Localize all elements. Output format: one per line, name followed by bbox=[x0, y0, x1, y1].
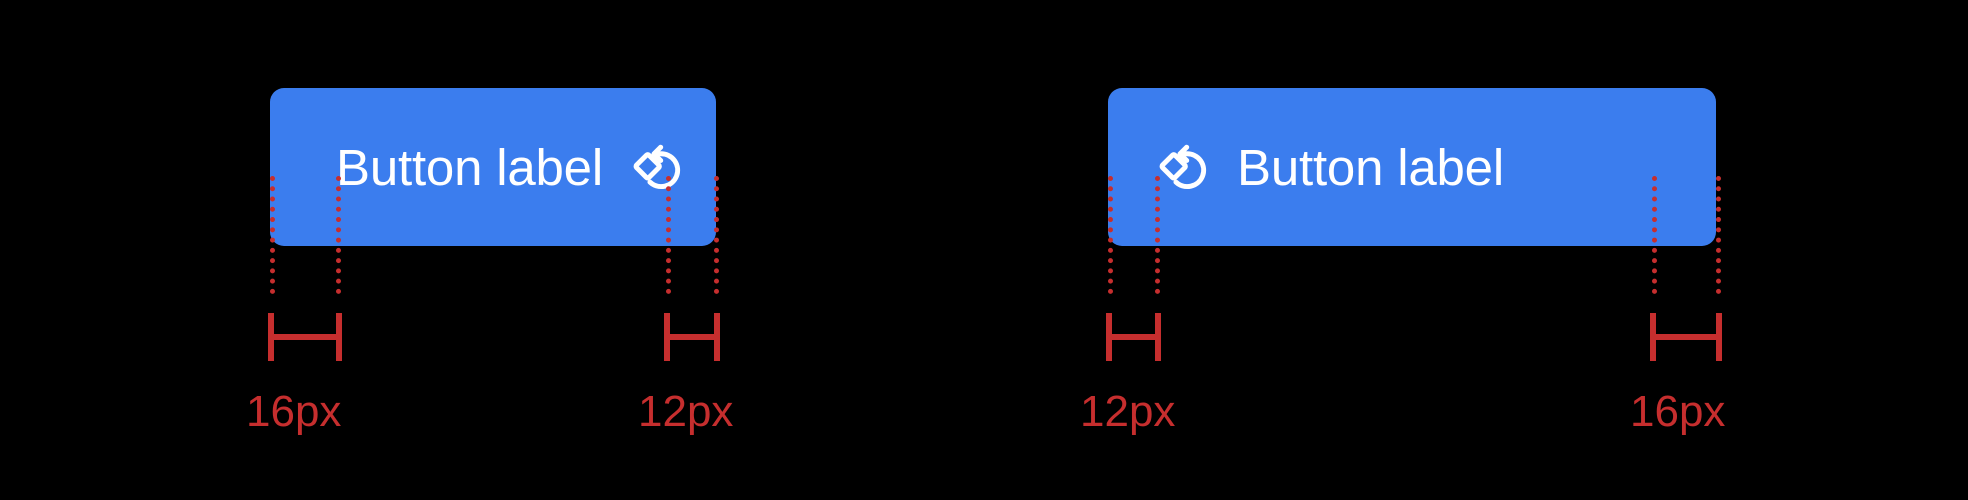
measure-label-btn1-left: 16px bbox=[246, 387, 342, 436]
button-label: Button label bbox=[336, 138, 603, 196]
guide-line-btn2-right-outer bbox=[1716, 176, 1721, 294]
bracket-bar bbox=[1650, 334, 1722, 340]
bracket-bar bbox=[268, 334, 342, 340]
measure-label-btn2-right: 16px bbox=[1630, 387, 1726, 436]
measure-bracket-btn1-left bbox=[268, 313, 342, 361]
measure-label-btn1-right: 12px bbox=[638, 387, 734, 436]
bracket-cap-right bbox=[1155, 313, 1161, 361]
measure-bracket-btn2-right bbox=[1650, 313, 1722, 361]
bracket-cap-left bbox=[1106, 313, 1112, 361]
button-leading-icon[interactable]: Button label bbox=[1108, 88, 1716, 246]
bracket-cap-right bbox=[714, 313, 720, 361]
bracket-cap-left bbox=[268, 313, 274, 361]
bracket-cap-left bbox=[664, 313, 670, 361]
bracket-cap-right bbox=[336, 313, 342, 361]
bracket-cap-left bbox=[1650, 313, 1656, 361]
bracket-cap-right bbox=[1716, 313, 1722, 361]
measure-bracket-btn2-left bbox=[1106, 313, 1161, 361]
button-label: Button label bbox=[1237, 138, 1504, 196]
rotate-left-icon bbox=[629, 140, 683, 194]
bracket-bar bbox=[1106, 334, 1161, 340]
measure-label-btn2-left: 12px bbox=[1080, 387, 1176, 436]
button-trailing-icon[interactable]: Button label bbox=[270, 88, 716, 246]
measure-bracket-btn1-right bbox=[664, 313, 720, 361]
rotate-left-icon bbox=[1155, 140, 1209, 194]
bracket-bar bbox=[664, 334, 720, 340]
